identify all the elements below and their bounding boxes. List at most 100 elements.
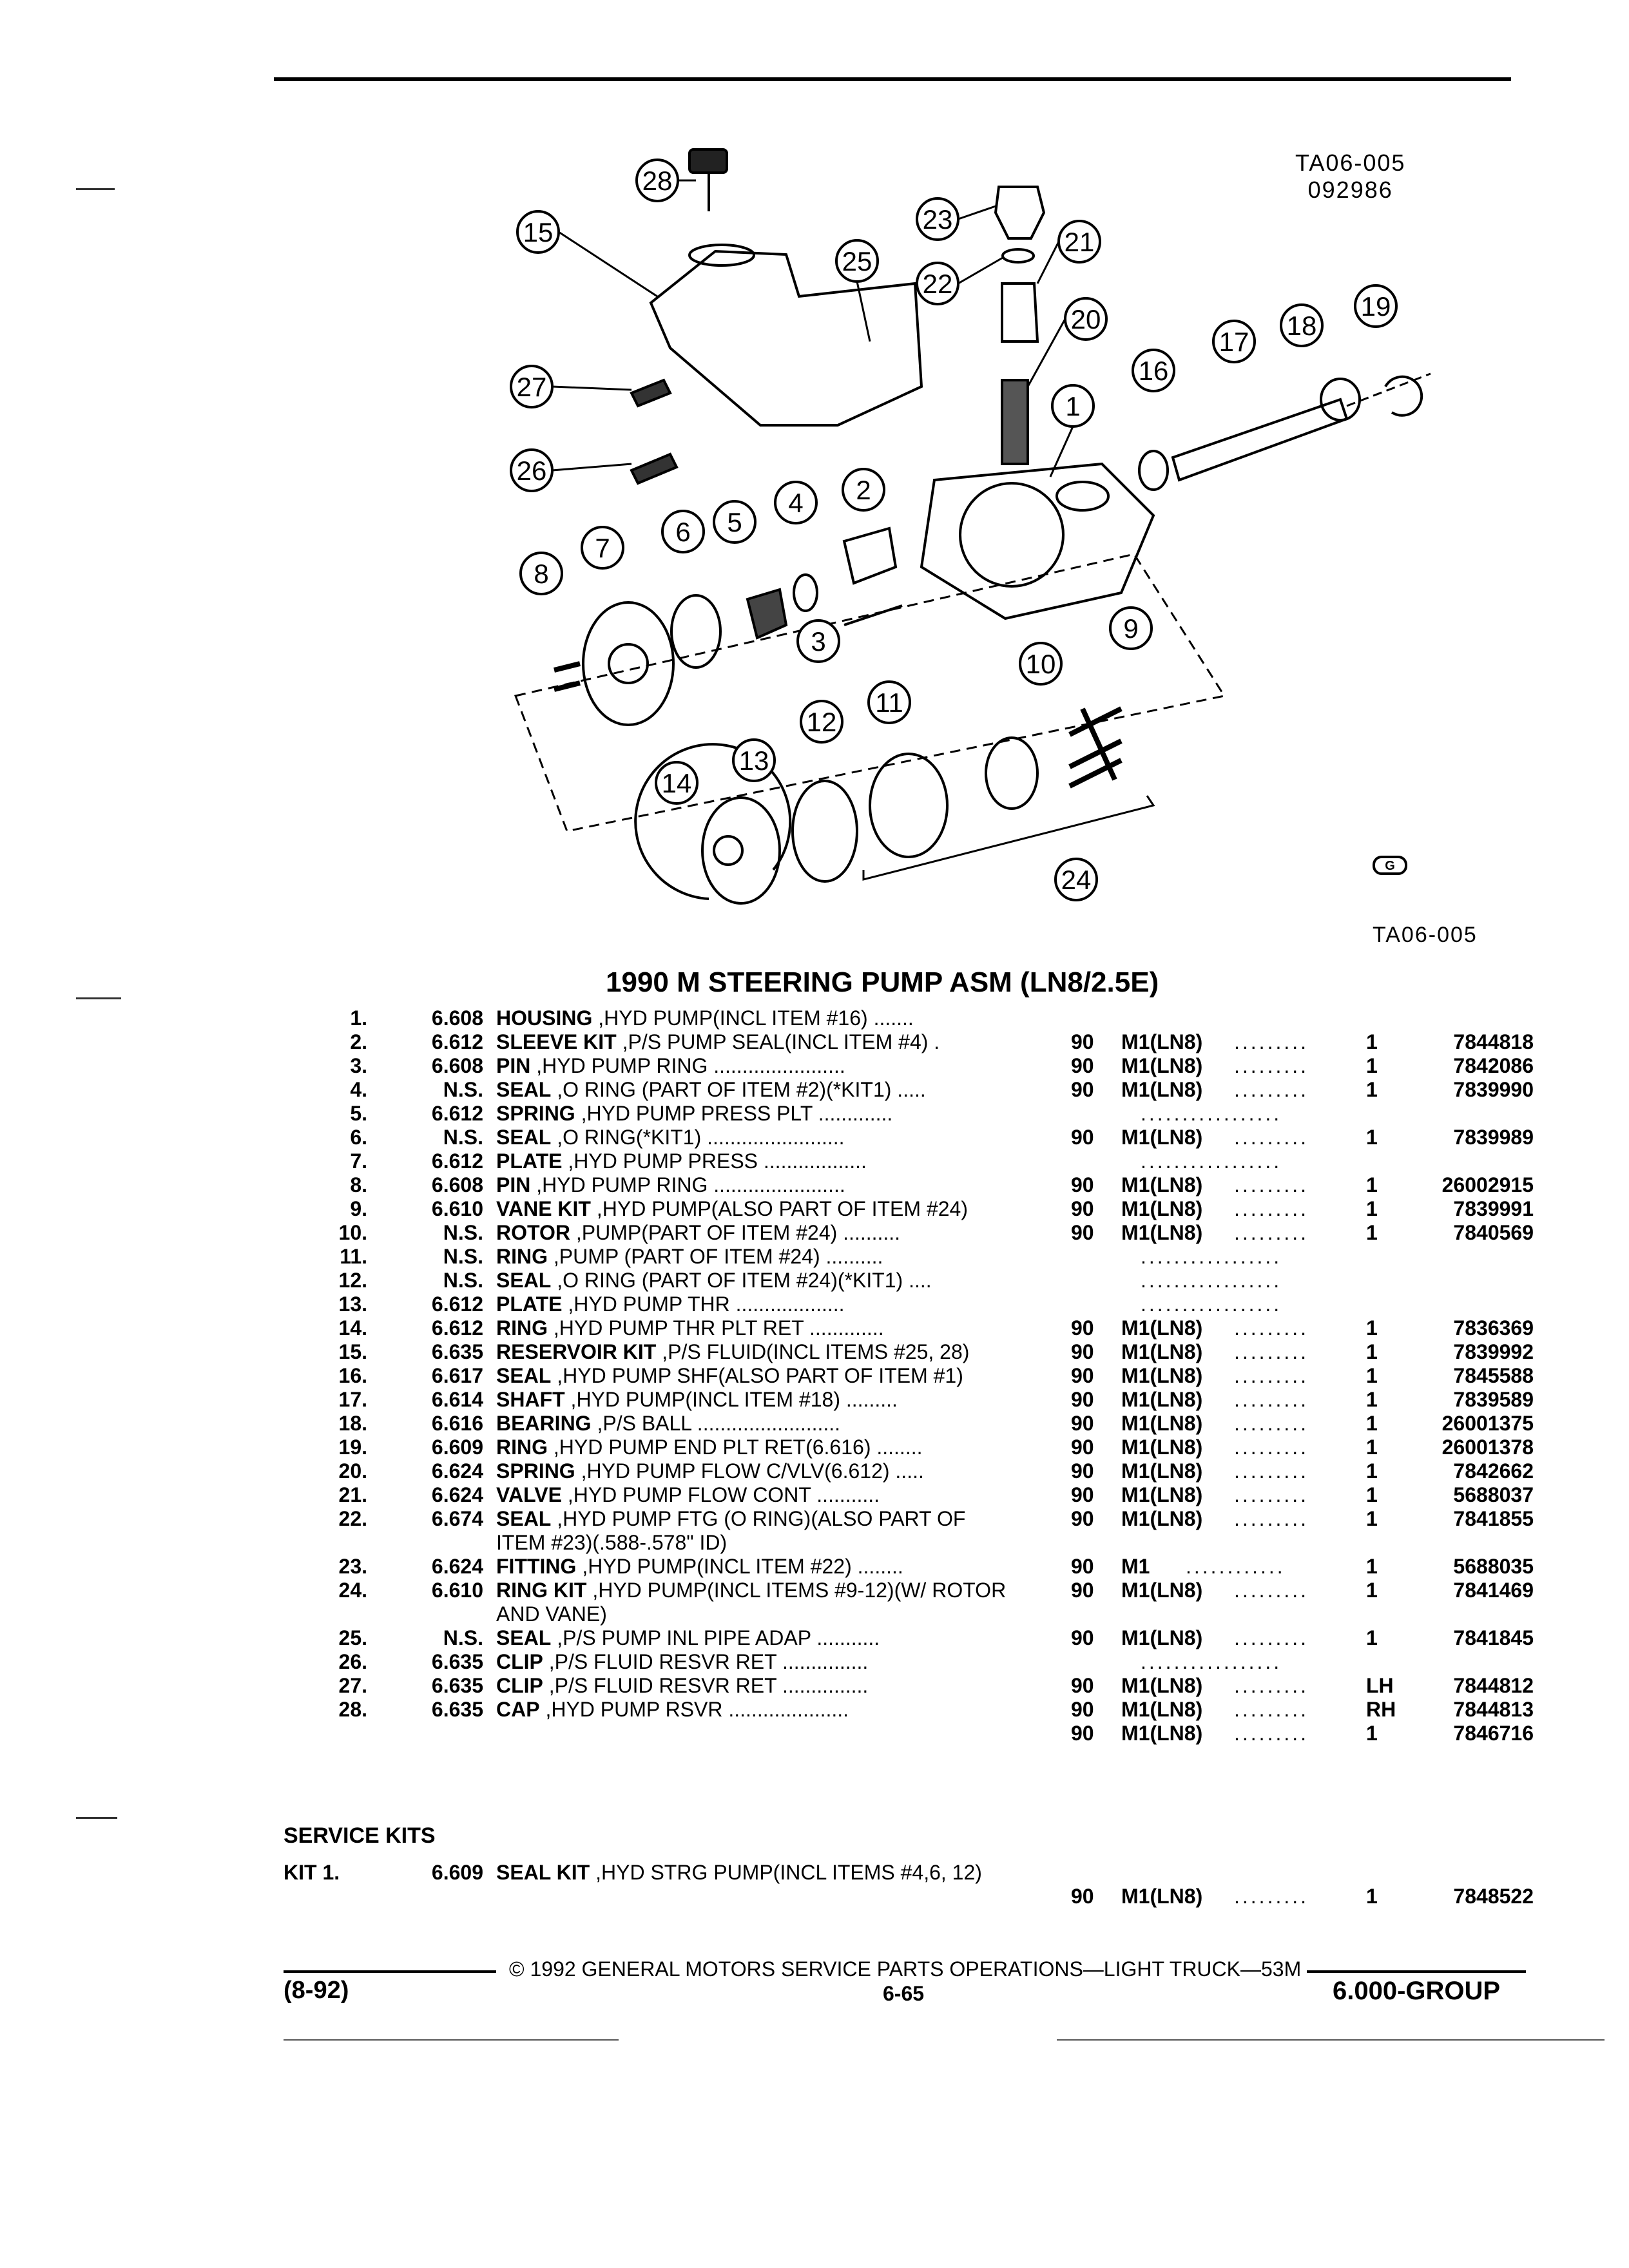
item-number: 6. <box>350 1126 367 1149</box>
part-detail: ,HYD PUMP(INCL ITEMS #9-12)(W/ ROTOR AND… <box>496 1579 1007 1626</box>
o-ring-6-shape <box>670 594 722 669</box>
part-description: SEAL ,O RING (PART OF ITEM #24)(*KIT1) .… <box>496 1269 1012 1293</box>
part-number: 7841845 <box>1453 1626 1534 1649</box>
footer-date: (8-92) <box>284 1977 349 2004</box>
part-description: SEAL ,O RING(*KIT1) ....................… <box>496 1126 1012 1149</box>
callout-22: 22 <box>916 262 959 305</box>
part-name: SEAL <box>496 1507 552 1530</box>
svg-text:18: 18 <box>1287 311 1317 341</box>
model-year: 90 <box>1071 1436 1094 1459</box>
leader-dots: ......... <box>1234 1579 1309 1602</box>
part-detail: ,HYD PUMP PRESS .................. <box>562 1149 867 1173</box>
callout-4: 4 <box>774 481 818 524</box>
model-code: M1(LN8) <box>1121 1722 1203 1745</box>
cap-shape <box>688 148 728 174</box>
part-number: 7845588 <box>1453 1364 1534 1387</box>
group-number: 6.635 <box>431 1650 483 1673</box>
callout-12: 12 <box>800 700 843 744</box>
quantity: 1 <box>1366 1340 1378 1363</box>
part-name: PIN <box>496 1173 531 1196</box>
group-number: 6.674 <box>431 1507 483 1530</box>
callout-2: 2 <box>842 468 885 512</box>
model-code: M1(LN8) <box>1121 1885 1203 1908</box>
group-number: 6.635 <box>431 1674 483 1697</box>
part-number: 7839589 <box>1453 1388 1534 1411</box>
part-description: RING ,HYD PUMP END PLT RET(6.616) ......… <box>496 1436 1012 1459</box>
svg-text:19: 19 <box>1361 291 1391 322</box>
model-code: M1(LN8) <box>1121 1126 1203 1149</box>
part-detail: ,O RING (PART OF ITEM #24)(*KIT1) .... <box>551 1269 932 1292</box>
leader-dots: ......... <box>1234 1221 1309 1244</box>
svg-text:20: 20 <box>1071 304 1101 334</box>
part-detail: ,P/S FLUID RESVR RET ............... <box>543 1674 869 1697</box>
callout-23: 23 <box>916 197 959 241</box>
footer-rule-right <box>1307 1970 1526 1973</box>
callout-21: 21 <box>1057 220 1101 264</box>
model-code: M1(LN8) <box>1121 1579 1203 1602</box>
part-detail: ,HYD PUMP FLOW CONT ........... <box>561 1483 880 1506</box>
part-description: PLATE ,HYD PUMP PRESS .................. <box>496 1149 1012 1173</box>
svg-text:16: 16 <box>1139 356 1169 386</box>
group-number: 6.610 <box>431 1197 483 1220</box>
part-number: 26002915 <box>1441 1173 1534 1196</box>
callout-28: 28 <box>635 159 679 202</box>
model-code: M1(LN8) <box>1121 1626 1203 1649</box>
leader-dots: ......... <box>1234 1126 1309 1149</box>
part-number: 7844812 <box>1453 1674 1534 1697</box>
part-description: BEARING ,P/S BALL ......................… <box>496 1412 1012 1436</box>
callout-13: 13 <box>732 738 776 782</box>
part-description: CAP ,HYD PUMP RSVR ..................... <box>496 1698 1012 1722</box>
part-description: RING KIT ,HYD PUMP(INCL ITEMS #9-12)(W/ … <box>496 1579 1012 1626</box>
part-detail: ,P/S PUMP SEAL(INCL ITEM #4) . <box>616 1030 940 1053</box>
part-name: SEAL <box>496 1126 552 1149</box>
part-name: SEAL <box>496 1269 552 1292</box>
leader-dots: ................. <box>1141 1269 1282 1292</box>
part-name: VALVE <box>496 1483 562 1506</box>
svg-text:7: 7 <box>595 533 610 563</box>
part-number: 7839990 <box>1453 1078 1534 1101</box>
service-kits-heading: SERVICE KITS <box>284 1823 436 1848</box>
margin-mark <box>76 188 115 190</box>
part-detail: ,HYD PUMP RSVR ..................... <box>539 1698 849 1721</box>
fitting-shape <box>994 186 1046 240</box>
o-ring-22 <box>1001 248 1035 264</box>
part-detail: ,HYD PUMP(INCL ITEM #22) ........ <box>576 1555 903 1578</box>
model-year: 90 <box>1071 1698 1094 1721</box>
part-number: 7841855 <box>1453 1507 1534 1530</box>
clip-26-shape <box>630 452 679 485</box>
model-code: M1(LN8) <box>1121 1078 1203 1101</box>
callout-9: 9 <box>1109 606 1153 650</box>
svg-text:21: 21 <box>1065 227 1095 257</box>
model-code: M1(LN8) <box>1121 1483 1203 1506</box>
model-year: 90 <box>1071 1197 1094 1220</box>
item-number: 3. <box>350 1054 367 1077</box>
part-detail: ,HYD STRG PUMP(INCL ITEMS #4,6, 12) <box>590 1861 982 1884</box>
svg-text:8: 8 <box>534 559 548 589</box>
leader-dots: ................. <box>1141 1149 1282 1173</box>
part-description: SEAL ,HYD PUMP FTG (O RING)(ALSO PART OF… <box>496 1507 1012 1555</box>
part-description: ROTOR ,PUMP(PART OF ITEM #24) .......... <box>496 1221 1012 1245</box>
callout-25: 25 <box>835 239 879 283</box>
part-name: SHAFT <box>496 1388 565 1411</box>
quantity: 1 <box>1366 1078 1378 1101</box>
svg-text:11: 11 <box>875 687 903 718</box>
part-number: 7846716 <box>1453 1722 1534 1745</box>
quantity: 1 <box>1366 1579 1378 1602</box>
part-description: VALVE ,HYD PUMP FLOW CONT ........... <box>496 1483 1012 1507</box>
bottom-rule <box>1057 2039 1605 2041</box>
part-number: 26001378 <box>1441 1436 1534 1459</box>
part-name: VANE KIT <box>496 1197 591 1220</box>
item-number: 2. <box>350 1030 367 1053</box>
spring-20-shape <box>1001 379 1029 465</box>
part-number: 26001375 <box>1441 1412 1534 1435</box>
quantity: 1 <box>1366 1364 1378 1387</box>
seal-16-shape <box>1138 450 1169 491</box>
callout-10: 10 <box>1019 642 1063 686</box>
group-number: 6.635 <box>431 1698 483 1721</box>
group-number: 6.609 <box>431 1436 483 1459</box>
quantity: 1 <box>1366 1555 1378 1578</box>
item-number: 27. <box>338 1674 367 1697</box>
leader-dots: ......... <box>1234 1698 1309 1721</box>
